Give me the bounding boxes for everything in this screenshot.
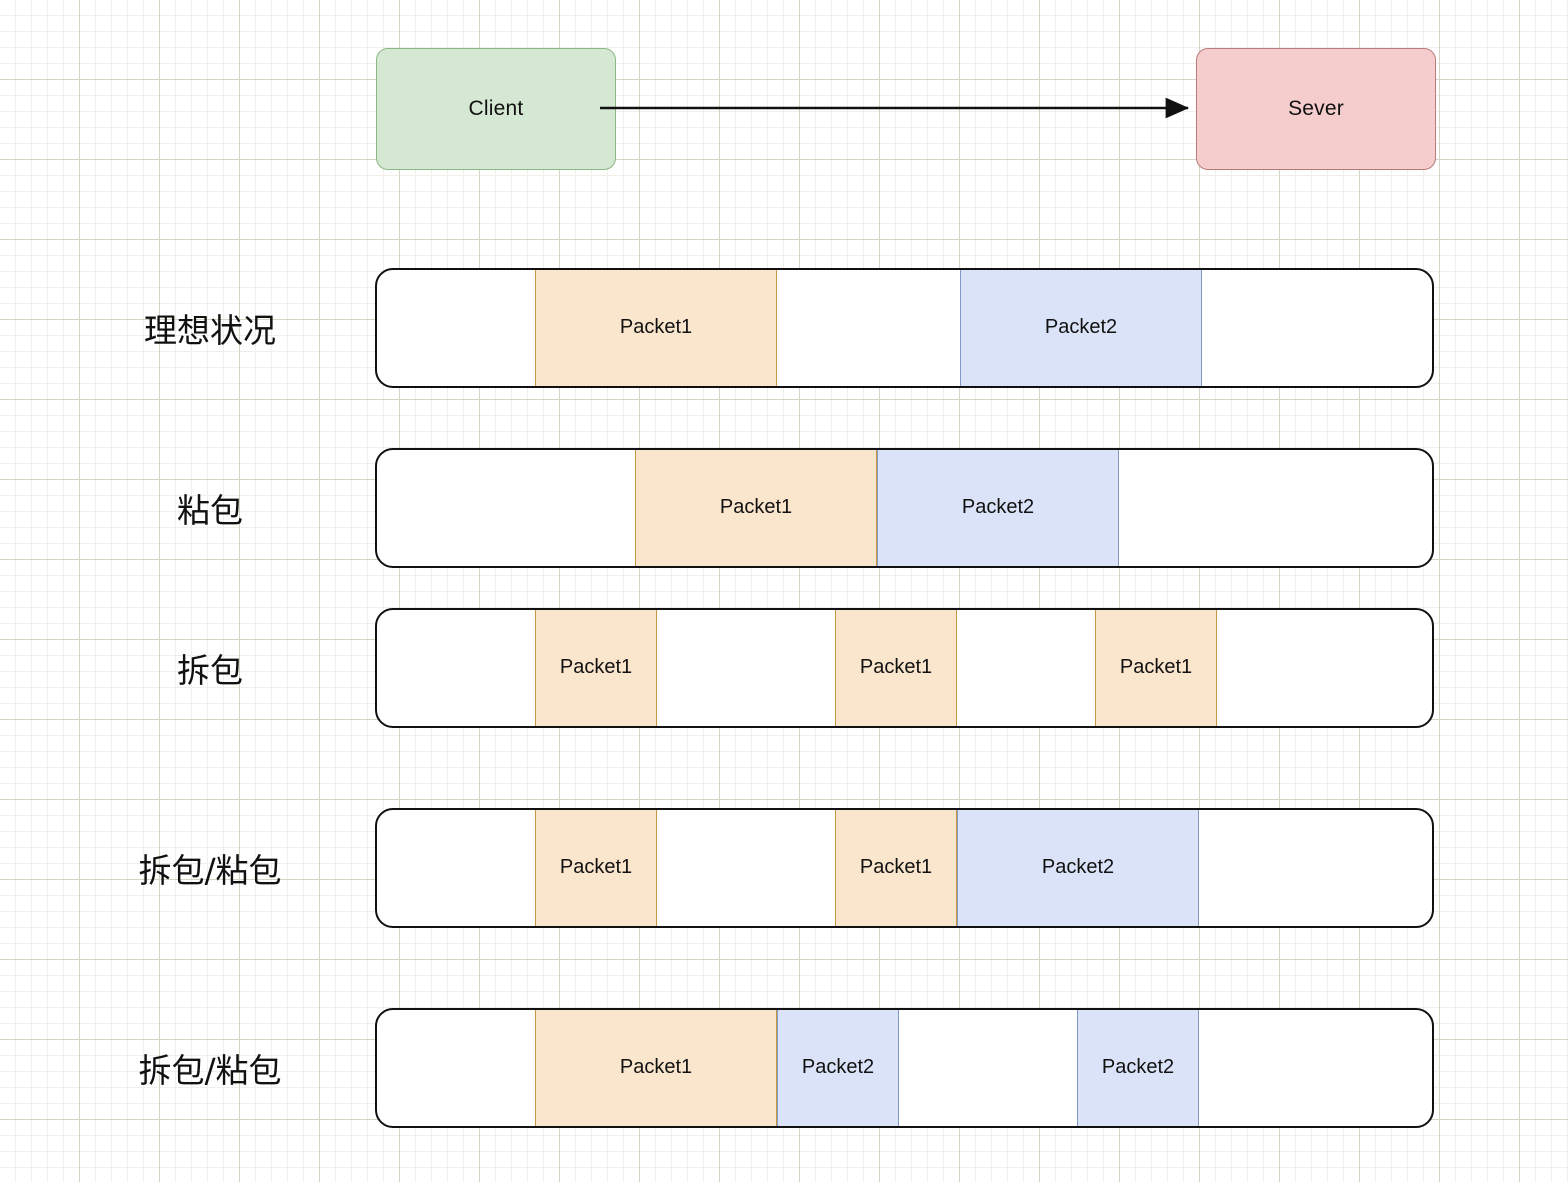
byte-stream-row: Packet1 Packet1 Packet1 <box>375 608 1434 728</box>
row-label-1: 粘包 <box>177 491 243 530</box>
client-to-server-arrow <box>600 97 1190 119</box>
row-label-3: 拆包/粘包 <box>138 851 282 890</box>
node-client-label: Client <box>468 97 524 120</box>
packet-segment[interactable]: Packet1 <box>535 270 777 386</box>
packet-segment-label: Packet2 <box>1041 855 1115 878</box>
byte-stream-row: Packet1 Packet2 Packet2 <box>375 1008 1434 1128</box>
packet-segment[interactable]: Packet2 <box>877 450 1119 566</box>
packet-segment[interactable]: Packet1 <box>535 810 657 926</box>
packet-segment-label: Packet1 <box>559 655 633 678</box>
packet-segment-label: Packet2 <box>961 495 1035 518</box>
packet-segment[interactable]: Packet1 <box>635 450 877 566</box>
packet-segment-label: Packet1 <box>619 315 693 338</box>
node-server[interactable]: Sever <box>1196 48 1436 170</box>
byte-stream-row: Packet1 Packet1 Packet2 <box>375 808 1434 928</box>
packet-segment[interactable]: Packet1 <box>835 810 957 926</box>
node-server-label: Sever <box>1288 97 1344 120</box>
packet-segment-label: Packet2 <box>801 1055 875 1078</box>
packet-segment[interactable]: Packet1 <box>535 1010 777 1126</box>
packet-segment[interactable]: Packet1 <box>1095 610 1217 726</box>
node-client[interactable]: Client <box>376 48 616 170</box>
byte-stream-row: Packet1 Packet2 <box>375 268 1434 388</box>
packet-segment[interactable]: Packet2 <box>777 1010 899 1126</box>
packet-segment-label: Packet1 <box>719 495 793 518</box>
packet-segment[interactable]: Packet1 <box>535 610 657 726</box>
packet-segment-label: Packet1 <box>619 1055 693 1078</box>
row-label-2: 拆包 <box>177 651 243 690</box>
packet-segment[interactable]: Packet1 <box>835 610 957 726</box>
row-label-4: 拆包/粘包 <box>138 1051 282 1090</box>
byte-stream-row: Packet1 Packet2 <box>375 448 1434 568</box>
packet-segment-label: Packet1 <box>559 855 633 878</box>
packet-segment-label: Packet1 <box>859 855 933 878</box>
packet-segment[interactable]: Packet2 <box>957 810 1199 926</box>
packet-segment[interactable]: Packet2 <box>960 270 1202 386</box>
packet-segment[interactable]: Packet2 <box>1077 1010 1199 1126</box>
packet-segment-label: Packet2 <box>1101 1055 1175 1078</box>
packet-segment-label: Packet2 <box>1044 315 1118 338</box>
packet-segment-label: Packet1 <box>1119 655 1193 678</box>
packet-segment-label: Packet1 <box>859 655 933 678</box>
row-label-0: 理想状况 <box>144 311 276 350</box>
